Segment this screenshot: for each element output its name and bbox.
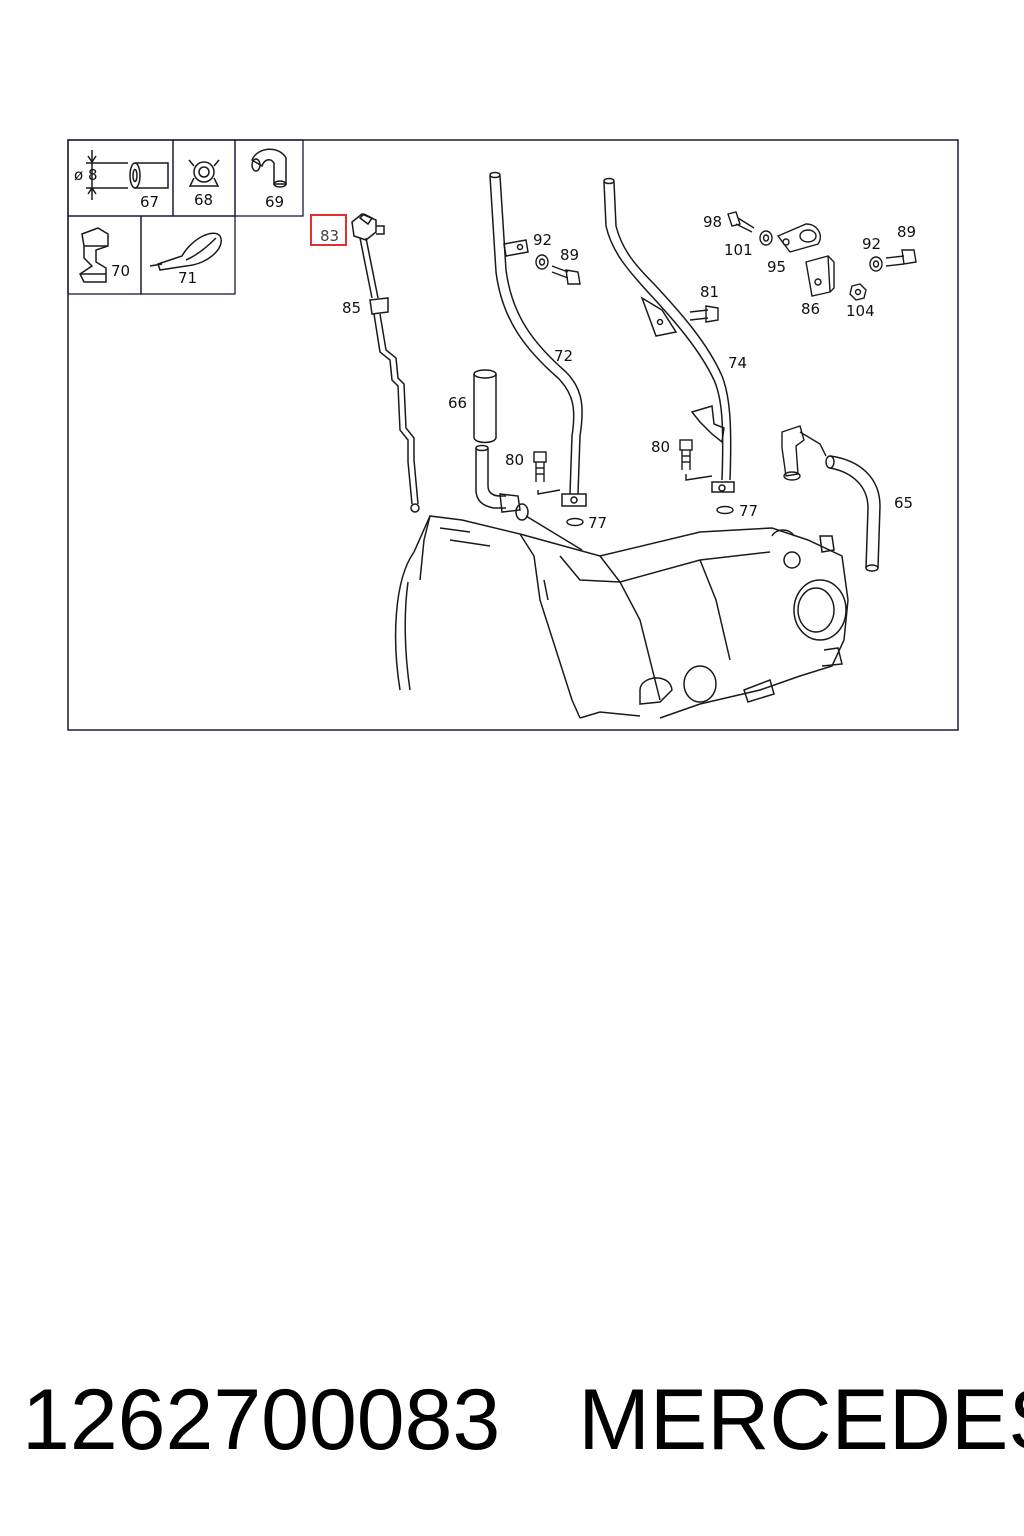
washer-101 xyxy=(759,230,773,246)
legend-item-67 xyxy=(86,150,169,200)
callout-98: 98 xyxy=(703,213,722,231)
nut-104 xyxy=(849,283,867,301)
legend-label-71: 71 xyxy=(178,269,197,287)
legend-label-68: 68 xyxy=(194,191,213,209)
o-ring-77-b xyxy=(716,505,734,515)
callout-104: 104 xyxy=(846,302,875,320)
washer-bolt-set-b xyxy=(869,249,917,272)
oil-filler-tube-72 xyxy=(489,171,587,507)
hose-65 xyxy=(825,455,881,572)
legend-item-69 xyxy=(251,148,287,188)
callout-77a: 77 xyxy=(588,514,607,532)
callout-85: 85 xyxy=(342,299,361,317)
o-ring-77-a xyxy=(566,517,584,527)
callout-74: 74 xyxy=(728,354,747,372)
callout-89b: 89 xyxy=(897,223,916,241)
legend-label-70: 70 xyxy=(111,262,130,280)
bracket-86 xyxy=(805,255,835,297)
callout-92a: 92 xyxy=(533,231,552,249)
legend-item-70 xyxy=(79,227,109,283)
callout-83: 83 xyxy=(320,227,339,245)
callout-95: 95 xyxy=(767,258,786,276)
diagram-frame xyxy=(67,139,959,731)
callout-86: 86 xyxy=(801,300,820,318)
legend-grid xyxy=(67,139,304,295)
bolt-80-b xyxy=(679,439,713,481)
hose-66 xyxy=(473,369,497,444)
callout-80b: 80 xyxy=(651,438,670,456)
transmission-housing xyxy=(394,515,849,719)
callout-101: 101 xyxy=(724,241,753,259)
callout-72: 72 xyxy=(554,347,573,365)
legend-label-67: 67 xyxy=(140,193,159,211)
oil-filler-tube-74 xyxy=(603,177,735,493)
bolt-80-a xyxy=(533,451,561,495)
part-caption: 1262700083 MERCEDES xyxy=(22,1360,1024,1480)
legend-item-71 xyxy=(149,232,222,271)
callout-66: 66 xyxy=(448,394,467,412)
breather-fitting xyxy=(781,425,827,481)
part-number: 1262700083 xyxy=(22,1372,501,1468)
washer-bolt-set-a xyxy=(535,254,581,285)
callout-89a: 89 xyxy=(560,246,579,264)
bolt-98 xyxy=(727,211,755,233)
legend-item-68 xyxy=(188,159,220,187)
callout-81: 81 xyxy=(700,283,719,301)
parts-diagram: ø 8 67 68 69 70 71 xyxy=(67,139,959,731)
callout-80a: 80 xyxy=(505,451,524,469)
callout-65: 65 xyxy=(894,494,913,512)
brand-name: MERCEDES xyxy=(578,1372,1024,1468)
callout-77b: 77 xyxy=(739,502,758,520)
elbow-fitting xyxy=(475,444,583,551)
dipstick-tube-85 xyxy=(351,213,420,513)
bolt-81 xyxy=(689,305,719,323)
legend-dimension: ø 8 xyxy=(74,166,98,184)
clamp-95 xyxy=(776,223,822,253)
callout-92b: 92 xyxy=(862,235,881,253)
highlight-callout-83[interactable]: 83 xyxy=(310,214,347,246)
legend-label-69: 69 xyxy=(265,193,284,211)
